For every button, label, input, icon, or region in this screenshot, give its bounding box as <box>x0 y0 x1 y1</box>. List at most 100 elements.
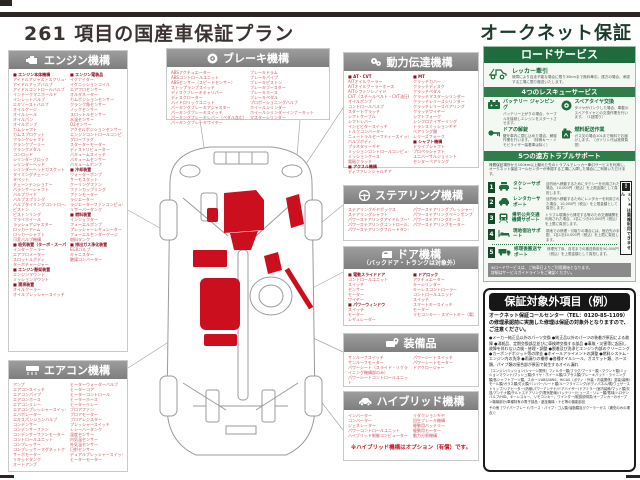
part-item: ブレーキドラム <box>250 70 278 75</box>
part-item: エアコンスイッチ <box>13 387 45 392</box>
part-item: シフトフォーク <box>413 114 441 119</box>
part-item: ホイールシリンダーインナーキット <box>250 110 314 115</box>
excluded-bullets: ●メーカー純正品以外のパーツ交換 ●純正品以外のパーツの装着が原因による故障 ●… <box>489 335 630 367</box>
equipment-list-col2: パワーシートスイッチパワーシートモータードアクロージャー <box>413 355 474 385</box>
steering-panel-title: ステアリング機構 <box>375 189 463 202</box>
hybrid-panel-header: ハイブリッド機構 <box>344 392 478 410</box>
rescue-fuel-delivery: 燃料配送作業ガス欠の場合10Lまで無料でお届けします。（ガソリン代は実費負担） <box>561 127 632 148</box>
key-icon <box>488 128 500 138</box>
part-item: コンデンサーファン <box>13 427 49 432</box>
car-chassis <box>159 146 323 456</box>
part-item: オイルポンプ <box>13 122 37 127</box>
part-item: ABSコントロールユニット <box>171 75 219 80</box>
hybrid-car-icon <box>358 397 372 406</box>
hybrid-list-col2: リダクションギヤ回生ブレーキ機構駆動用バッテリー駆動用モーター動力分割機構 <box>413 413 474 438</box>
part-item: グロープラグ <box>70 137 94 142</box>
part-item: ディファレンシャルギア <box>348 169 392 174</box>
part-item: エアコンプレッシャースイッチ <box>13 407 66 412</box>
support-taxi: 1 タクシーサポート 目的地へ移動するためにタクシーを利用された場合、10,00… <box>488 181 620 195</box>
part-item: ■ 潤滑装置 <box>13 282 35 287</box>
part-item: フライホイール <box>13 217 41 222</box>
part-item: 日射センサー <box>70 447 94 452</box>
part-item: ミッションマウント <box>13 277 49 282</box>
part-item: サンルーフスイッチ <box>348 355 384 360</box>
part-item: サンルーフモーター <box>348 360 384 365</box>
part-item: ブロアファン <box>70 407 94 412</box>
part-item: EGRバルブ <box>70 247 91 252</box>
part-item: モーター <box>348 292 364 297</box>
engine-icon <box>26 55 39 65</box>
part-item: パワーステアリングモーター <box>413 222 465 227</box>
part-item: コントロールバルブ <box>348 104 384 109</box>
part-item: ■ エンジン本体機構 <box>13 72 51 77</box>
excluded-intro: オークネット保証コールセンター（TEL：0120-85-1109）の修理承認前に… <box>489 313 629 333</box>
part-item: エアコンパイプ <box>13 392 41 397</box>
part-item: バキュームスイッチ <box>70 152 106 157</box>
part-item: 駆動用モーター <box>413 428 441 433</box>
part-item: チェーンテンショナー <box>13 182 53 187</box>
support-band: 5つの遠方トラブルサポート <box>484 150 635 161</box>
part-item: ストップランプスイッチ <box>171 85 215 90</box>
part-item: イグニッションコイル <box>70 82 110 87</box>
part-item: ■ 電動スライドドア <box>348 272 386 277</box>
engine-list-col2: ■ エンジン電装品イグナイターイグニッションコイルエアフロセンサーオルタネーター… <box>70 72 123 297</box>
steering-panel: ステアリング機構 ステアリングギヤボックスステアリングシャフトパワーステアリング… <box>343 185 479 241</box>
part-item: ロッカーシャフト <box>13 232 45 237</box>
part-item: ジェネレーター <box>348 423 376 428</box>
part-item: オートアンプ <box>13 462 37 467</box>
part-item: ハイブリッド制御コンピューター <box>348 433 408 438</box>
part-item: ヒーターモーター <box>70 457 102 462</box>
engine-panel-title: エンジン機構 <box>44 54 110 67</box>
part-item: ファンカップリング <box>70 187 106 192</box>
part-item: ■ エンジン懸架装置 <box>13 267 51 272</box>
aircon-list-col2: ヒーターウォーターバルブヒーターコアヒーターコントロールヒーターホースヒーターリ… <box>70 382 123 467</box>
alert-icon: ! <box>622 182 630 191</box>
part-item: インレットバルブ <box>13 97 45 102</box>
part-item: ABSアクチュエーター <box>171 70 211 75</box>
part-item: ホイールシリンダー <box>250 105 286 110</box>
part-item: オイルプレッシャースイッチ <box>13 292 65 297</box>
powertrain-panel-title: 動力伝達機構 <box>386 56 453 69</box>
part-item: スロットルボディ <box>13 257 45 262</box>
part-item: 水温センサー <box>70 117 94 122</box>
part-item: リザーバータンク <box>70 207 102 212</box>
tire-icon <box>561 100 572 111</box>
part-item: パワーステアリングフルードタンク <box>348 227 409 232</box>
part-item: バキュームセンサー <box>70 157 106 162</box>
part-item: バランサーシャフト <box>13 187 49 192</box>
part-item: CVT（スチールベルト・CVT油圧機構） <box>348 94 409 99</box>
dotted-divider <box>492 244 617 246</box>
part-item: パワーステアリングコントロールユニット <box>348 222 409 227</box>
part-item: バキュームポンプ <box>70 162 102 167</box>
fuel-can-icon <box>561 128 572 139</box>
part-item: バルブスプリング <box>13 197 45 202</box>
support-lodging: 4 現地宿泊サポート 現地での修理・引取りの場合には、宿泊先の手配、1名1泊10… <box>488 228 620 242</box>
part-item: キーレスコントローラー <box>413 287 457 292</box>
part-item: バルブボディ <box>348 139 372 144</box>
part-item: パワーシートモーター <box>413 360 453 365</box>
part-item: ■ 排出ガス浄化装置 <box>70 242 108 247</box>
part-item: アクチュエーター <box>413 277 445 282</box>
part-item: A/Tシフトソレノイド <box>348 89 387 94</box>
door-list-col1: ■ 電動スライドドアコントロールユニットスイッチセンサーモーターワイヤー■ パワ… <box>348 272 409 322</box>
part-item: タイミングチェーン <box>13 172 49 177</box>
part-item: パワーコントロールユニット <box>348 428 400 433</box>
part-item: エアフロメーター <box>13 252 45 257</box>
train-icon <box>498 213 509 223</box>
part-item: コンプレッサー <box>13 442 41 447</box>
part-item: 触媒コンバーター <box>70 257 102 262</box>
taxi-icon <box>498 181 510 191</box>
door-icon <box>381 250 393 259</box>
part-item: エアコンホース <box>13 397 41 402</box>
part-item: サーボモーター <box>13 452 41 457</box>
bottom-left-mark <box>0 475 14 478</box>
brake-panel-header: ブレーキ機構 <box>167 49 329 67</box>
part-item: O2センサー <box>70 122 92 127</box>
steering-list-col1: ステアリングギヤボックスステアリングシャフトパワーステアリングアイドルプーリーパ… <box>348 207 409 232</box>
rental-car-icon <box>498 197 510 207</box>
part-item: 回生ブレーキ機構 <box>413 418 445 423</box>
page-title: 261 項目の国産車保証プラン <box>24 23 295 45</box>
part-item: ラジエーター <box>70 197 94 202</box>
part-item: ■ エンジン電装品 <box>70 72 104 77</box>
